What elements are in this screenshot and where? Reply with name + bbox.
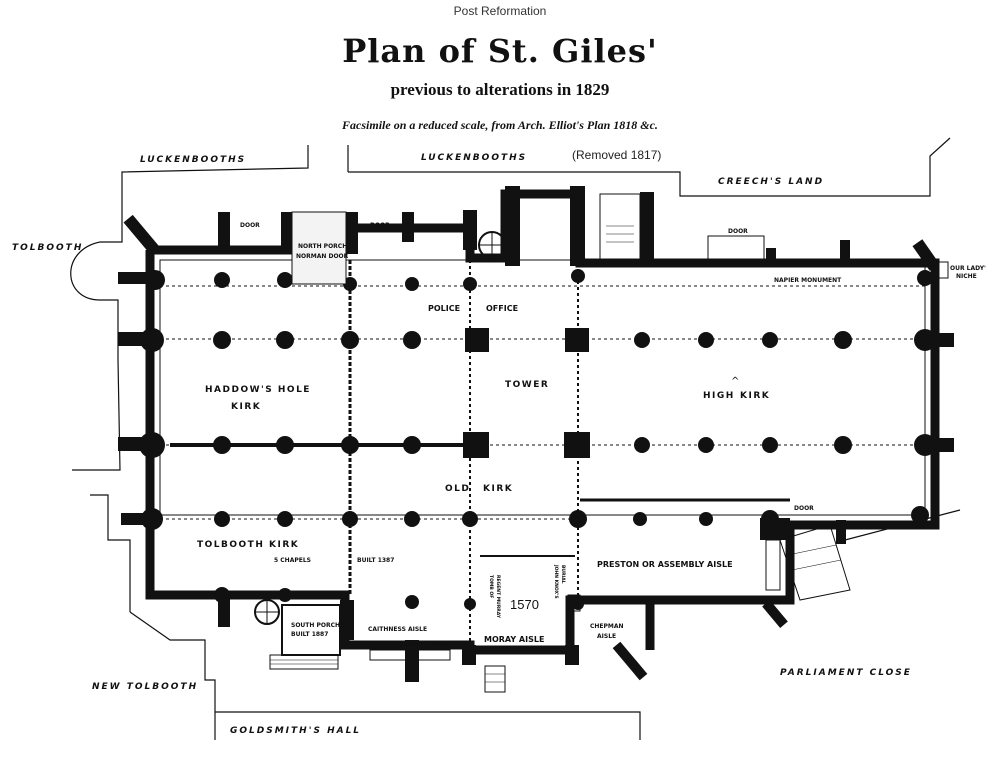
caret-mark: ^	[731, 376, 739, 387]
north-porch	[291, 211, 347, 285]
preston-steps	[779, 524, 851, 601]
plan-title: Plan of St. Giles'	[342, 32, 658, 70]
inner-wall-lines	[159, 259, 926, 645]
street-creechs-land: CREECH'S LAND	[718, 177, 824, 187]
south-porch-1: SOUTH PORCH	[291, 622, 340, 629]
door-label-1: DOOR	[240, 222, 260, 229]
street-new-tolbooth: NEW TOLBOOTH	[92, 682, 198, 692]
removed-note: (Removed 1817)	[572, 148, 661, 162]
piers	[139, 269, 936, 610]
pier-row-5	[214, 587, 584, 610]
door-label-3: DOOR	[728, 228, 748, 235]
room-caithness-aisle: CAITHNESS AISLE	[368, 626, 427, 633]
regent-murray-tomb: TOMB OF REGENT MURRAY	[488, 575, 501, 619]
buttresses	[118, 186, 954, 682]
napier-monument: NAPIER MONUMENT	[774, 277, 842, 284]
regent-tomb-2: REGENT MURRAY	[495, 575, 501, 619]
street-parliament-close: PARLIAMENT CLOSE	[780, 668, 912, 678]
architectural-features	[254, 193, 949, 693]
room-haddows-hole-1: HADDOW'S HOLE	[205, 385, 311, 395]
south-porch	[281, 604, 341, 656]
john-knox-1: JOHN KNOX'S	[553, 564, 559, 599]
norman-door-label: NORMAN DOOR	[296, 253, 349, 260]
header-label: Post Reformation	[453, 4, 547, 18]
regent-tomb-1: TOMB OF	[488, 575, 494, 598]
our-lady-niche-1: OUR LADY'	[950, 265, 986, 272]
room-preston-aisle: PRESTON OR ASSEMBLY AISLE	[597, 560, 733, 569]
door-label-2: DOOR	[370, 222, 390, 229]
built-1387: BUILT 1387	[357, 557, 394, 564]
east-stair	[599, 193, 641, 261]
south-porch-2: BUILT 1887	[291, 631, 328, 638]
five-chapels: 5 CHAPELS	[274, 557, 311, 564]
outer-walls	[145, 189, 940, 655]
east-door-steps	[707, 235, 765, 261]
door-label-4: DOOR	[794, 505, 814, 512]
room-moray-aisle: MORAY AISLE	[484, 635, 544, 644]
tolbooth-outline	[70, 241, 119, 360]
moray-steps	[484, 665, 506, 693]
street-luckenbooths-west: LUCKENBOOTHS	[140, 155, 246, 165]
plan-subtitle: previous to alterations in 1829	[390, 80, 610, 99]
goldsmiths-hall-outline	[215, 711, 641, 740]
north-porch-label: NORTH PORCH	[298, 243, 347, 250]
room-high-kirk: KIRK	[740, 391, 770, 401]
room-chepman-1: CHEPMAN	[590, 623, 624, 630]
year-1570: 1570	[510, 597, 539, 612]
south-steps	[269, 654, 339, 670]
room-office: OFFICE	[486, 304, 518, 313]
street-luckenbooths-north: LUCKENBOOTHS	[421, 153, 527, 163]
our-lady-niche-2: NICHE	[956, 273, 977, 280]
room-tolbooth-kirk: TOLBOOTH KIRK	[197, 540, 299, 550]
room-chepman-2: AISLE	[597, 633, 616, 640]
room-haddows-hole-2: KIRK	[231, 402, 261, 412]
ancient-tomb-label: ANCIENT TOMB	[395, 641, 447, 648]
new-tolbooth-outline	[129, 611, 216, 740]
room-tower: TOWER	[505, 380, 549, 390]
ancient-tomb	[369, 649, 451, 661]
john-knox-2: BURIAL	[560, 565, 566, 584]
facsimile-note: Facsimile on a reduced scale, from Arch.…	[342, 118, 658, 132]
room-high: HIGH	[703, 391, 735, 401]
creechs-land-outline	[348, 137, 951, 197]
our-lady-niche	[937, 261, 949, 279]
room-police: POLICE	[428, 304, 460, 313]
luckenbooths-west-outline	[121, 145, 309, 218]
room-old-kirk: KIRK	[483, 484, 513, 494]
street-goldsmiths-hall: GOLDSMITH'S HALL	[230, 726, 361, 736]
street-tolbooth: TOLBOOTH	[12, 243, 83, 253]
room-old: OLD	[445, 484, 470, 494]
pier-row-2	[140, 328, 936, 352]
john-knox-burial: JOHN KNOX'S BURIAL	[553, 564, 566, 599]
